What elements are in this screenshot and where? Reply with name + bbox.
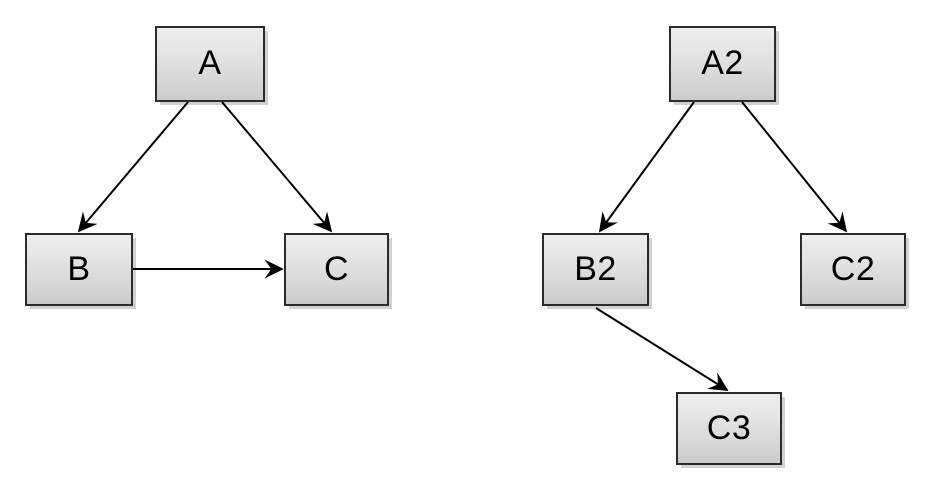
- edges-group: [77, 101, 848, 391]
- edge-a-c[interactable]: [221, 101, 333, 233]
- edge-a2-b2[interactable]: [598, 101, 695, 233]
- node-label: C3: [706, 408, 752, 447]
- node-label: B: [67, 249, 91, 288]
- node-c2[interactable]: C2: [800, 233, 906, 306]
- node-a2[interactable]: A2: [669, 26, 776, 102]
- node-b[interactable]: B: [25, 233, 133, 306]
- node-c3[interactable]: C3: [676, 392, 782, 465]
- node-label: A: [198, 44, 222, 82]
- node-label: A2: [701, 44, 744, 82]
- node-label: B2: [574, 249, 617, 288]
- node-c[interactable]: C: [284, 233, 389, 306]
- edge-a-b[interactable]: [77, 101, 189, 233]
- edge-a2-c2[interactable]: [741, 101, 848, 233]
- node-b2[interactable]: B2: [542, 233, 649, 306]
- edge-b2-c3[interactable]: [595, 307, 729, 391]
- node-label: C2: [830, 249, 876, 288]
- node-a[interactable]: A: [155, 26, 265, 102]
- node-label: C: [323, 249, 350, 288]
